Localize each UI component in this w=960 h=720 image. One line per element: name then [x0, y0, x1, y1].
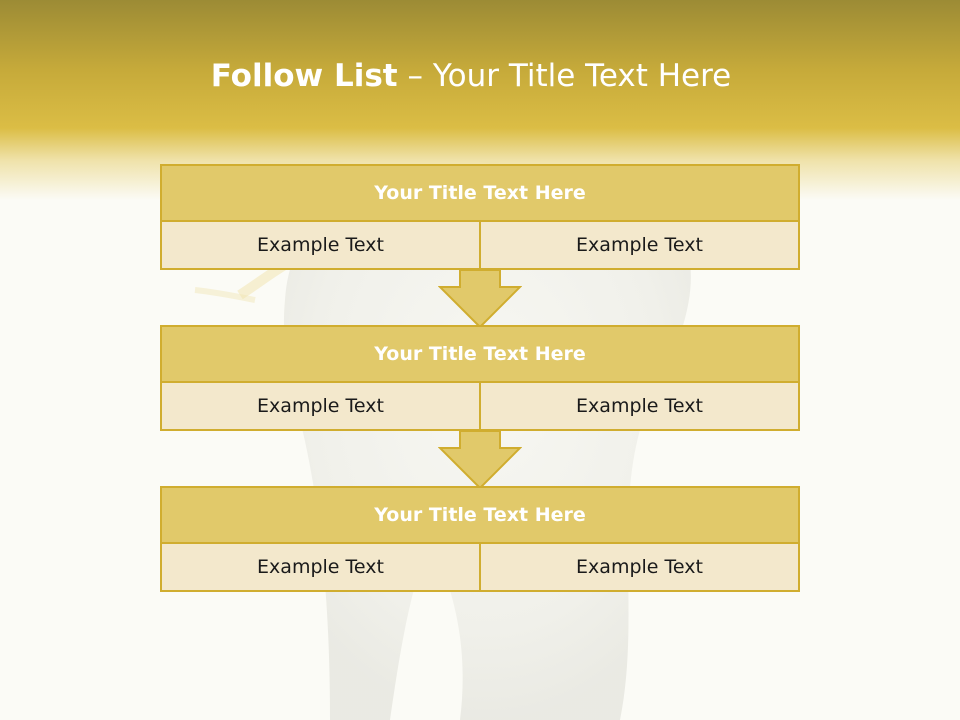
down-arrow-icon — [438, 431, 522, 489]
list-block-cell-right: Example Text — [479, 383, 798, 429]
list-block-row: Example Text Example Text — [162, 544, 798, 590]
list-block-1: Your Title Text Here Example Text Exampl… — [160, 164, 800, 270]
list-block-3: Your Title Text Here Example Text Exampl… — [160, 486, 800, 592]
list-block-title: Your Title Text Here — [162, 166, 798, 222]
list-block-cell-right: Example Text — [479, 222, 798, 268]
list-block-title: Your Title Text Here — [162, 327, 798, 383]
slide-title: Follow List – Your Title Text Here — [0, 52, 942, 100]
list-block-row: Example Text Example Text — [162, 222, 798, 268]
list-block-cell-left: Example Text — [162, 544, 479, 590]
list-block-row: Example Text Example Text — [162, 383, 798, 429]
list-block-cell-left: Example Text — [162, 383, 479, 429]
slide-title-rest: – Your Title Text Here — [397, 58, 732, 94]
list-block-title: Your Title Text Here — [162, 488, 798, 544]
list-block-cell-right: Example Text — [479, 544, 798, 590]
slide-title-bold: Follow List — [210, 58, 398, 94]
list-block-2: Your Title Text Here Example Text Exampl… — [160, 325, 800, 431]
down-arrow-icon — [438, 270, 522, 328]
list-block-cell-left: Example Text — [162, 222, 479, 268]
